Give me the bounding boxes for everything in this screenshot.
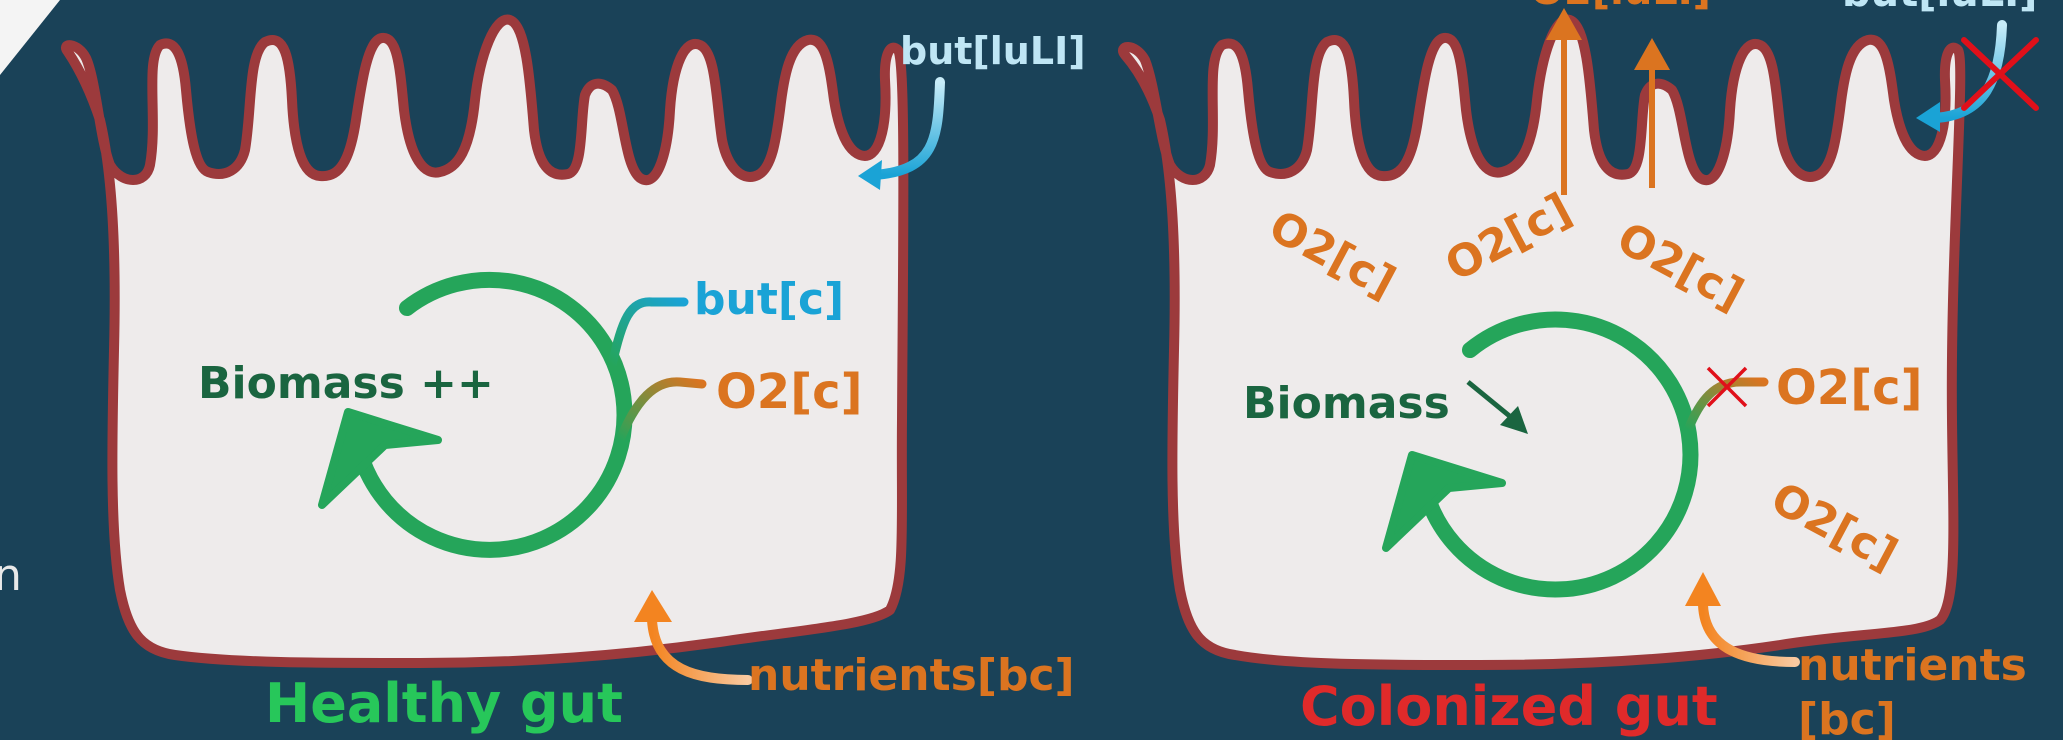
colonized-biomass-label: Biomass bbox=[1243, 378, 1450, 429]
healthy-gut-title: Healthy gut bbox=[265, 672, 623, 735]
corner-triangle bbox=[0, 0, 60, 75]
healthy-o2-c-label: O2[c] bbox=[716, 364, 863, 420]
healthy-but-lumen-label: but[luLI] bbox=[900, 29, 1086, 73]
colonized-o2-up-arrow-2-head bbox=[1634, 38, 1670, 70]
healthy-nutrients-label: nutrients[bc] bbox=[748, 650, 1075, 701]
colonized-o2-c-label: O2[c] bbox=[1776, 360, 1923, 416]
healthy-cell-outline bbox=[66, 20, 903, 663]
colonized-nutrients-label-line1: nutrients bbox=[1798, 640, 2027, 691]
edge-text-fragment: n bbox=[0, 550, 22, 601]
healthy-gut-panel: Biomass ++ but[c] O2[c] but[luLI] nutrie… bbox=[66, 20, 1086, 735]
colonized-but-lumen-label: but[luLI] bbox=[1842, 0, 2037, 16]
colonized-butyrate-lumen-arrowhead bbox=[1916, 102, 1940, 132]
colonized-o2-lumen-label: O2[luLI] bbox=[1530, 0, 1711, 14]
colonized-gut-title: Colonized gut bbox=[1300, 675, 1718, 738]
healthy-but-c-label: but[c] bbox=[694, 274, 844, 325]
colonized-gut-panel: Biomass O2[c] O2[c] O2[c] O2[c] O2[c] O2… bbox=[1123, 0, 2037, 740]
colonized-nutrients-label-line2: [bc] bbox=[1798, 694, 1896, 740]
colonized-cell-outline bbox=[1123, 20, 1960, 665]
healthy-biomass-label: Biomass ++ bbox=[198, 358, 494, 409]
